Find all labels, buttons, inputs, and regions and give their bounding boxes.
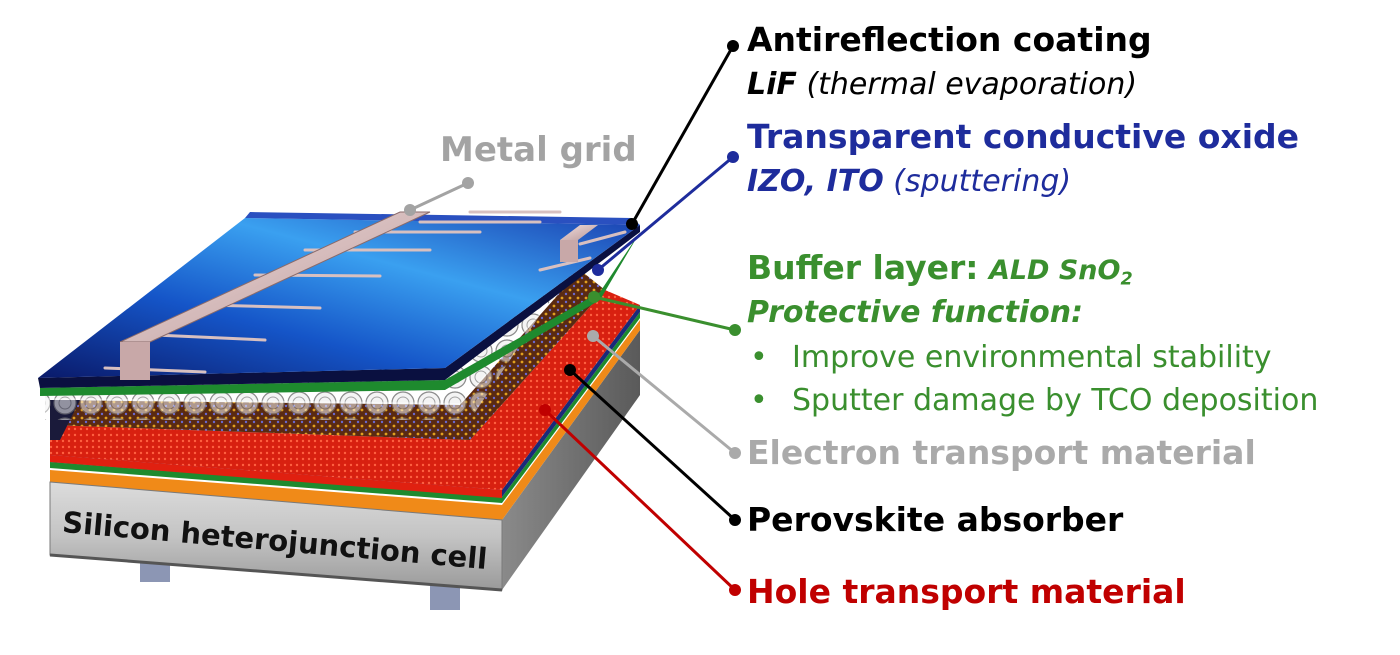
support-foot [140, 560, 170, 582]
antireflection-material: LiF [747, 67, 797, 102]
buffer-material: ALD SnO2 [988, 255, 1133, 290]
busbar [560, 225, 598, 240]
buffer-material-text: ALD SnO [988, 255, 1121, 286]
buffer-bullet-2: • Sputter damage by TCO deposition [750, 383, 1318, 418]
leader-lines [409, 45, 737, 592]
texture-edge [49, 553, 503, 592]
buffer-bullet-1: • Improve environmental stability [750, 340, 1272, 375]
tco-title: Transparent conductive oxide [747, 117, 1300, 156]
bullet-text: Sputter damage by TCO deposition [792, 383, 1319, 418]
htm-label: Hole transport material [747, 572, 1186, 611]
tco-material: IZO, ITO [747, 164, 884, 199]
bullet-marker: • [750, 383, 768, 418]
antireflection-detail: LiF (thermal evaporation) [747, 67, 1137, 102]
perovskite-label: Perovskite absorber [747, 500, 1124, 539]
metal-grid-label: Metal grid [440, 130, 637, 170]
bullet-marker: • [750, 340, 768, 375]
bullet-text: Improve environmental stability [792, 340, 1272, 375]
tco-method: (sputtering) [893, 164, 1072, 199]
red-front-edge [50, 455, 502, 498]
buffer-material-subscript: 2 [1120, 269, 1133, 290]
tco-detail: IZO, ITO (sputtering) [747, 164, 1071, 199]
buffer-title: Buffer layer: ALD SnO2 [747, 248, 1133, 289]
busbar-front [120, 342, 150, 380]
silicon-side-face [502, 330, 640, 590]
etm-label: Electron transport material [747, 433, 1256, 472]
antireflection-method: (thermal evaporation) [806, 67, 1138, 102]
buffer-function-title: Protective function: [747, 295, 1084, 330]
antireflection-title: Antireflection coating [747, 20, 1152, 59]
buffer-title-text: Buffer layer: [747, 248, 979, 287]
buffer-layer [40, 232, 640, 396]
leader-dots [404, 40, 741, 596]
busbar-front [560, 240, 578, 262]
hole-transport-layer [50, 290, 640, 490]
